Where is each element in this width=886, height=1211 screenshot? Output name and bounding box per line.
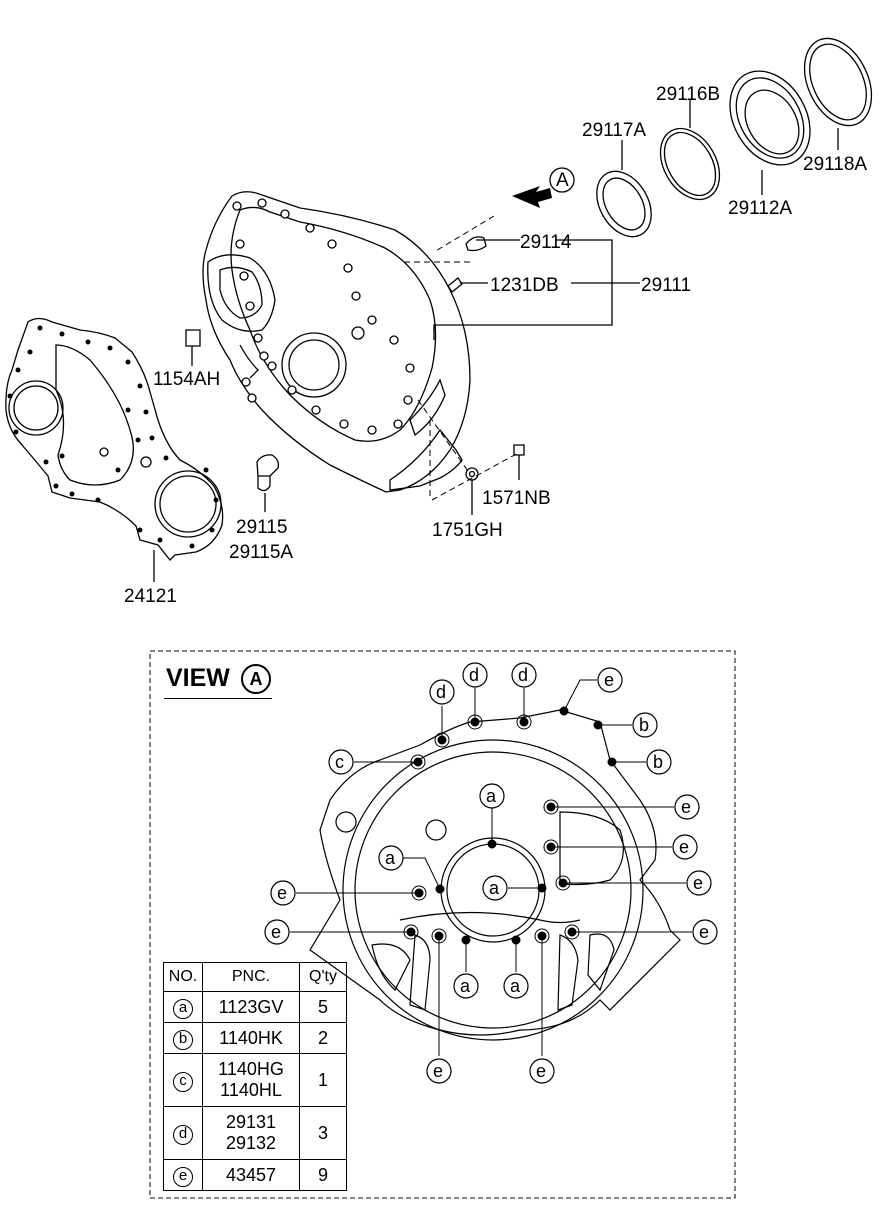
callout-e: e (699, 922, 709, 942)
callout-e: e (433, 1061, 443, 1081)
view-marker: A (241, 664, 271, 694)
label-1154AH: 1154AH (153, 369, 220, 390)
label-24121: 24121 (124, 586, 177, 607)
row-pnc: 1140HK (202, 1022, 300, 1054)
callout-e: e (536, 1061, 546, 1081)
callout-d: d (469, 665, 479, 685)
label-29115A: 29115A (229, 542, 293, 563)
header-pnc: PNC. (202, 962, 300, 992)
callout-e: e (271, 922, 281, 942)
row-no-badge: d (173, 1124, 193, 1145)
header-qty: Q'ty (299, 962, 347, 992)
label-29117A: 29117A (582, 120, 646, 141)
label-29118A: 29118A (803, 154, 867, 175)
label-1231DB: 1231DB (490, 275, 559, 296)
row-no-badge: e (173, 1166, 193, 1187)
flywheel-housing-drawing (202, 191, 471, 493)
callout-a: a (460, 976, 471, 996)
callout-b: b (653, 752, 663, 772)
table-row: b 1140HK 2 (163, 1022, 347, 1054)
label-29115: 29115 (236, 517, 287, 538)
header-no: NO. (163, 962, 203, 992)
view-a-housing-drawing (309, 709, 681, 1041)
row-pnc: 29131 (225, 1112, 277, 1132)
view-title-underline (164, 698, 272, 699)
label-29116B: 29116B (656, 84, 720, 105)
row-no-badge: b (173, 1029, 193, 1050)
row-qty: 5 (299, 991, 347, 1023)
callout-e: e (693, 873, 703, 893)
callout-a: a (385, 848, 396, 868)
callout-c: c (335, 752, 344, 772)
label-29112A: 29112A (728, 198, 792, 219)
row-qty: 3 (299, 1106, 347, 1160)
callout-d: d (436, 682, 446, 702)
row-no-badge: c (173, 1071, 193, 1092)
view-a-frame (149, 650, 736, 1199)
callout-b: b (639, 715, 649, 735)
table-header-row: NO. PNC. Q'ty (163, 962, 347, 992)
row-pnc: 1123GV (202, 991, 300, 1023)
row-pnc: 1140HG (218, 1059, 284, 1079)
view-title: VIEW (166, 664, 230, 692)
callout-e: e (277, 883, 287, 903)
row-pnc: 43457 (202, 1159, 300, 1191)
view-marker-icon (549, 167, 575, 193)
gasket-24121-drawing (5, 317, 224, 561)
view-a-bolt-markers (406, 706, 617, 945)
callout-d: d (518, 665, 528, 685)
view-arrow-icon (512, 186, 552, 208)
row-pnc-2: 29132 (225, 1133, 277, 1153)
parts-table: NO. PNC. Q'ty a 1123GV 5 b 1140HK 2 c 11… (163, 962, 347, 1191)
arrow-marker-label: A (556, 170, 569, 191)
label-29111: 29111 (641, 275, 691, 296)
label-1751GH: 1751GH (432, 520, 503, 541)
row-no-badge: a (173, 998, 193, 1019)
callout-a: a (510, 976, 521, 996)
table-row: e 43457 9 (163, 1159, 347, 1191)
callout-e: e (679, 837, 689, 857)
callout-a: a (486, 786, 497, 806)
table-row: a 1123GV 5 (163, 991, 347, 1023)
callout-e: e (604, 670, 614, 690)
row-pnc-2: 1140HL (220, 1080, 282, 1100)
callout-e: e (681, 797, 691, 817)
callout-a: a (489, 878, 500, 898)
row-qty: 1 (299, 1053, 347, 1107)
label-29114: 29114 (520, 232, 572, 253)
row-qty: 2 (299, 1022, 347, 1054)
label-1571NB: 1571NB (482, 488, 551, 509)
row-qty: 9 (299, 1159, 347, 1191)
